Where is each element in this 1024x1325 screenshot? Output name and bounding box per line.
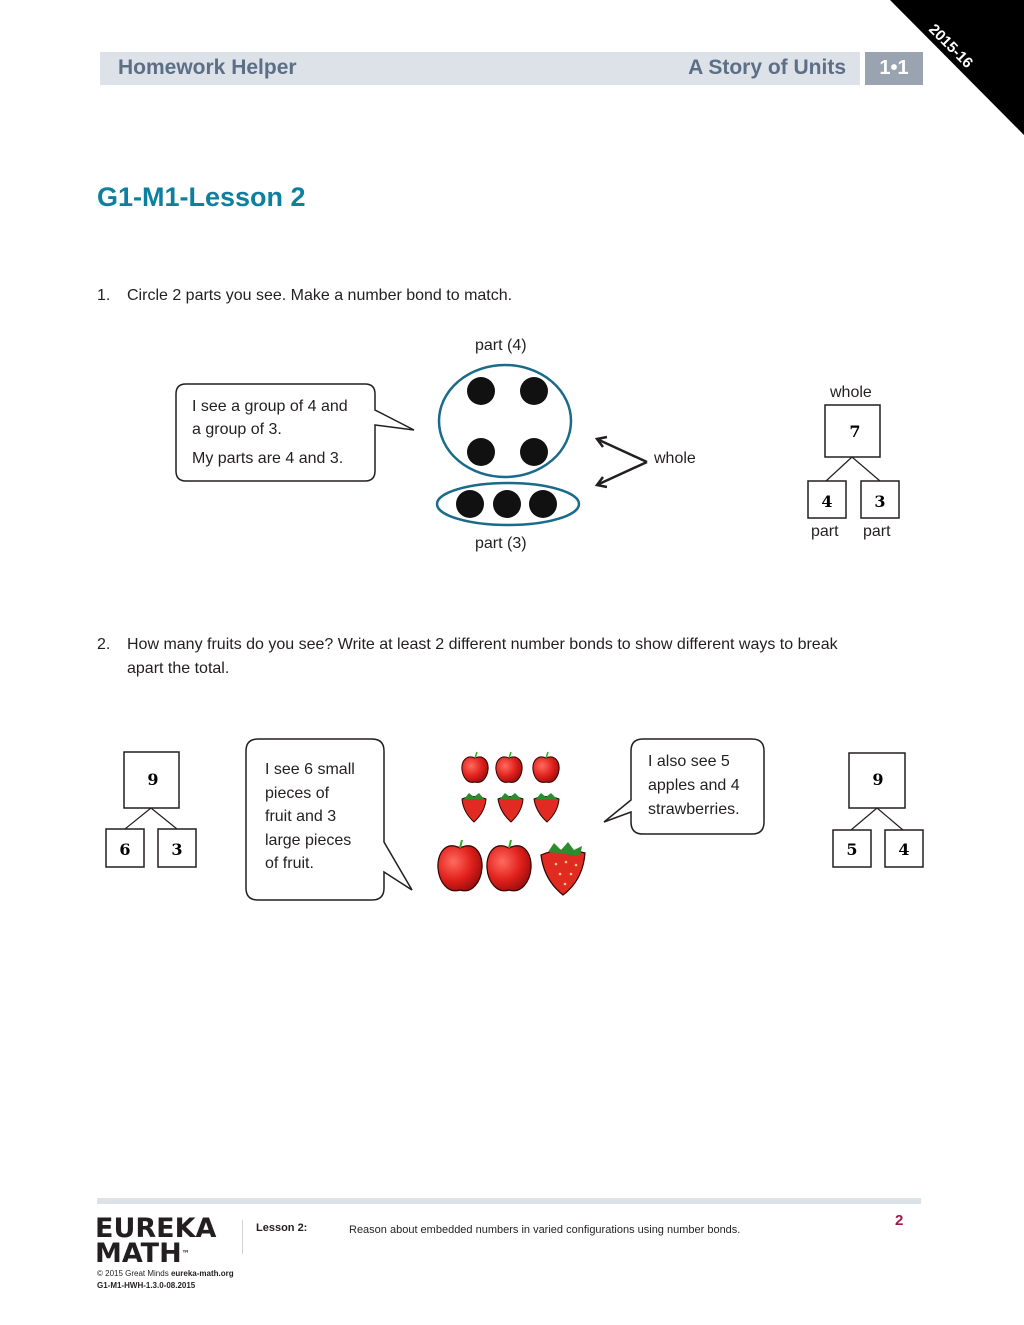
copyright-site: eureka-math.org — [170, 1269, 234, 1278]
bubble2-left-line5: of fruit. — [265, 855, 314, 872]
bond-right-part-a: 5 — [846, 840, 857, 859]
page-number: 2 — [895, 1212, 904, 1229]
problem1-number: 1. — [97, 287, 111, 304]
small-apple-icon — [495, 751, 523, 783]
bond-left-whole: 9 — [147, 770, 158, 789]
bond-right-whole: 9 — [872, 770, 883, 789]
problem1-number-bond: 7 4 3 — [807, 404, 900, 519]
dot — [456, 490, 484, 518]
problem2-right-speech-bubble — [603, 738, 765, 835]
problem2-right-number-bond: 9 5 4 — [832, 752, 924, 868]
label-part-top: part (4) — [475, 337, 527, 354]
bubble2-left-line1: I see 6 small — [265, 761, 355, 778]
bubble2-right-line2: apples and 4 — [648, 777, 740, 794]
bond-part-box — [807, 480, 847, 519]
bond-left-part-b: 3 — [171, 840, 182, 859]
problem2-text-line2: apart the total. — [127, 660, 230, 677]
circle-group-four — [437, 363, 573, 479]
problem2-left-number-bond: 9 6 3 — [105, 751, 197, 868]
bond-part-a-value: 4 — [821, 492, 832, 511]
small-strawberry-icon — [461, 793, 487, 823]
small-apple-icon — [461, 751, 489, 783]
bubble2-left-line2: pieces of — [265, 785, 330, 802]
small-strawberry-icon — [533, 793, 560, 823]
logo-tm: ™ — [181, 1249, 190, 1258]
dot — [467, 438, 495, 466]
footer-lesson-label: Lesson 2: — [256, 1222, 308, 1234]
small-apple-icon — [532, 751, 560, 783]
bubble2-right-line1: I also see 5 — [648, 753, 730, 770]
bond-whole-box — [824, 404, 881, 458]
problem2-text-line1: How many fruits do you see? Write at lea… — [127, 636, 838, 653]
bond-part-a-label: part — [811, 523, 839, 540]
large-apple-icon — [486, 839, 532, 892]
header-bar — [100, 52, 860, 85]
bubble1-line2: a group of 3. — [192, 421, 282, 438]
bond-part-b-value: 3 — [874, 492, 885, 511]
footer-code: G1-M1-HWH-1.3.0-08.2015 — [97, 1281, 196, 1290]
dot — [493, 490, 521, 518]
problem1-text: Circle 2 parts you see. Make a number bo… — [127, 287, 513, 304]
problem2-number: 2. — [97, 636, 111, 653]
label-part-bottom: part (3) — [475, 535, 527, 552]
dot — [520, 377, 548, 405]
whole-arrow — [594, 435, 648, 489]
logo-line2: MATH — [95, 1238, 182, 1269]
label-whole-arrow: whole — [654, 450, 696, 467]
bond-part-box — [860, 480, 900, 519]
bond-whole-label: whole — [830, 384, 872, 401]
large-strawberry-icon — [540, 842, 586, 896]
dot — [520, 438, 548, 466]
bond-right-part-b: 4 — [898, 840, 909, 859]
eureka-math-logo: EUREKA MATH™ — [95, 1213, 217, 1269]
header-right-title: A Story of Units — [688, 56, 846, 79]
bubble2-left-line3: fruit and 3 — [265, 808, 337, 825]
footer-description: Reason about embedded numbers in varied … — [349, 1224, 741, 1236]
bond-whole-value: 7 — [849, 422, 860, 441]
bubble2-left-line4: large pieces — [265, 832, 352, 849]
footer-divider — [97, 1198, 921, 1204]
dot — [467, 377, 495, 405]
large-apple-icon — [437, 839, 483, 892]
footer-vertical-divider — [242, 1220, 243, 1254]
corner-ribbon: 2015-16 — [890, 0, 1024, 135]
dot — [529, 490, 557, 518]
problem2-left-speech-bubble — [245, 738, 413, 901]
circle-group-three — [435, 481, 581, 527]
small-strawberry-icon — [497, 793, 524, 823]
problem1-diagram: 7 4 3 — [175, 363, 900, 527]
bubble2-right-line3: strawberries. — [648, 801, 740, 818]
logo-line1: EUREKA — [95, 1213, 217, 1244]
bubble1-line1: I see a group of 4 and — [192, 398, 348, 415]
problem2-diagram: 9 6 3 — [105, 738, 924, 901]
bubble1-line3: My parts are 4 and 3. — [192, 450, 344, 467]
bond-left-part-a: 6 — [119, 840, 130, 859]
footer-copyright: © 2015 Great Minds eureka-math.org — [97, 1269, 234, 1278]
copyright-text: © 2015 Great Minds — [97, 1269, 171, 1278]
header-badge: 1•1 — [865, 52, 923, 85]
problem1-speech-bubble — [175, 383, 415, 482]
bond-part-b-label: part — [863, 523, 891, 540]
header-left-title: Homework Helper — [118, 56, 297, 79]
lesson-title: G1-M1-Lesson 2 — [97, 182, 306, 212]
